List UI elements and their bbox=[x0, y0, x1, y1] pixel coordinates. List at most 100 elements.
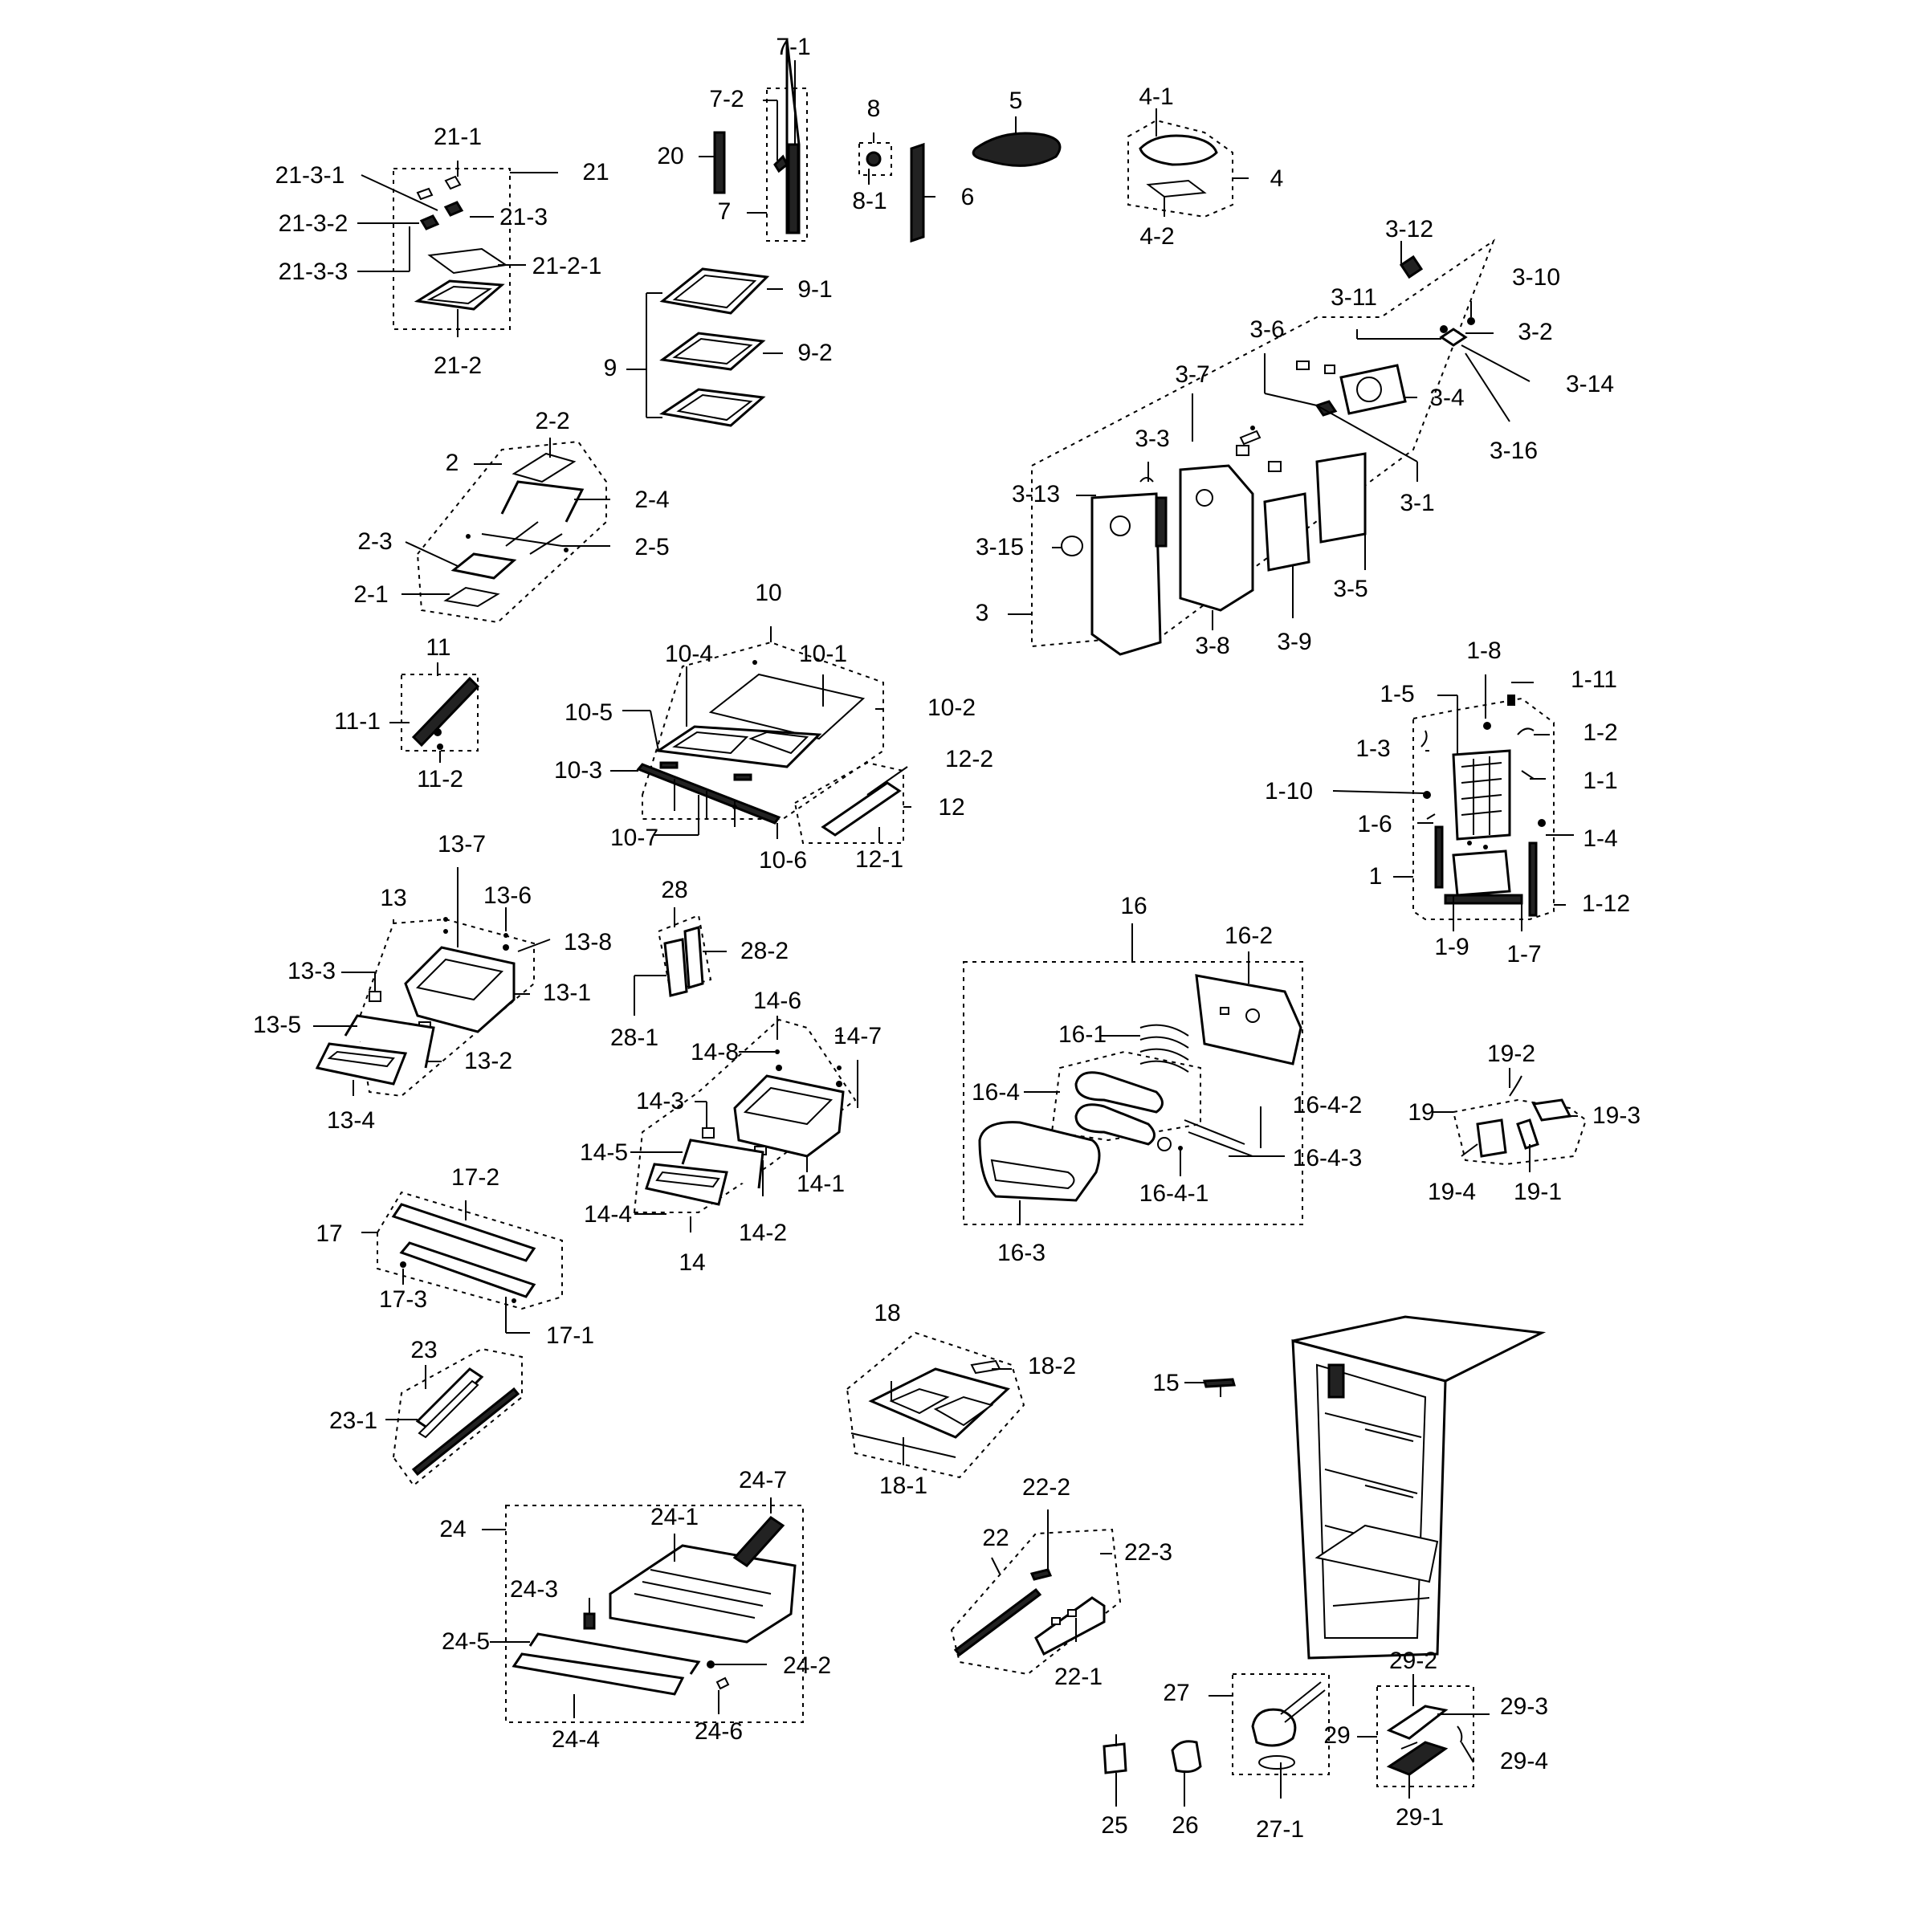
callout-label-19: 19 bbox=[1408, 1099, 1434, 1126]
callout-label-27-1: 27-1 bbox=[1256, 1816, 1304, 1843]
part-group-17 bbox=[361, 1191, 563, 1334]
callout-label-10-5: 10-5 bbox=[565, 699, 613, 726]
callout-label-10: 10 bbox=[755, 580, 781, 606]
callout-label-18: 18 bbox=[874, 1300, 900, 1326]
callout-label-1-1: 1-1 bbox=[1583, 768, 1617, 794]
callout-label-2-5: 2-5 bbox=[634, 534, 669, 560]
part-group-23 bbox=[385, 1347, 523, 1487]
callout-label-16-2: 16-2 bbox=[1225, 923, 1273, 949]
callout-label-16-4: 16-4 bbox=[972, 1079, 1020, 1106]
callout-label-1-7: 1-7 bbox=[1506, 941, 1541, 968]
callout-label-24-7: 24-7 bbox=[739, 1467, 787, 1493]
part-group-2 bbox=[401, 438, 610, 624]
callout-label-9-1: 9-1 bbox=[797, 276, 832, 303]
callout-label-13-8: 13-8 bbox=[564, 929, 612, 955]
callout-label-24-2: 24-2 bbox=[783, 1652, 831, 1679]
callout-label-16-4-3: 16-4-3 bbox=[1293, 1145, 1363, 1171]
callout-label-21-3-1: 21-3-1 bbox=[275, 162, 345, 189]
part-group-29 bbox=[1357, 1674, 1490, 1799]
callout-label-24-5: 24-5 bbox=[442, 1628, 490, 1655]
callout-label-21-2-1: 21-2-1 bbox=[532, 253, 602, 279]
callout-label-26: 26 bbox=[1172, 1812, 1198, 1839]
callout-label-3-10: 3-10 bbox=[1512, 264, 1560, 291]
callout-label-1-3: 1-3 bbox=[1355, 735, 1390, 762]
callout-label-7-2: 7-2 bbox=[709, 86, 744, 112]
callout-label-14-5: 14-5 bbox=[580, 1139, 628, 1166]
callout-label-10-4: 10-4 bbox=[665, 641, 713, 667]
callout-label-11-1: 11-1 bbox=[334, 708, 381, 735]
callout-label-3-13: 3-13 bbox=[1012, 481, 1060, 507]
callout-label-6: 6 bbox=[961, 184, 975, 210]
callout-label-16-4-2: 16-4-2 bbox=[1293, 1092, 1363, 1118]
callout-label-21-3: 21-3 bbox=[499, 204, 548, 230]
callout-label-29-2: 29-2 bbox=[1389, 1648, 1437, 1674]
callout-label-17-1: 17-1 bbox=[546, 1322, 594, 1349]
part-group-7 bbox=[699, 39, 808, 242]
callout-label-17: 17 bbox=[316, 1220, 342, 1247]
callout-label-20: 20 bbox=[657, 143, 683, 169]
callout-label-21-2: 21-2 bbox=[434, 352, 482, 379]
callout-label-19-4: 19-4 bbox=[1428, 1179, 1476, 1205]
callout-label-12-2: 12-2 bbox=[945, 746, 993, 772]
callout-label-2-4: 2-4 bbox=[634, 487, 669, 513]
callout-label-3-1: 3-1 bbox=[1400, 490, 1434, 516]
callout-label-22-2: 22-2 bbox=[1022, 1474, 1070, 1501]
callout-label-25: 25 bbox=[1101, 1812, 1127, 1839]
callout-label-3-7: 3-7 bbox=[1175, 361, 1209, 388]
callout-label-13-7: 13-7 bbox=[438, 831, 486, 858]
callout-label-11-2: 11-2 bbox=[417, 766, 463, 792]
callout-label-1-12: 1-12 bbox=[1582, 890, 1630, 917]
part-group-13 bbox=[313, 867, 551, 1098]
callout-label-19-1: 19-1 bbox=[1514, 1179, 1562, 1205]
callout-label-29-1: 29-1 bbox=[1396, 1804, 1444, 1831]
callout-label-1-10: 1-10 bbox=[1265, 778, 1313, 805]
callout-label-3-6: 3-6 bbox=[1249, 316, 1284, 343]
callout-label-21-3-3: 21-3-3 bbox=[279, 259, 348, 285]
callout-label-28-1: 28-1 bbox=[610, 1025, 658, 1051]
part-25 bbox=[1103, 1734, 1127, 1807]
part-group-4 bbox=[1127, 108, 1249, 218]
callout-label-1-9: 1-9 bbox=[1434, 934, 1469, 960]
callout-label-9: 9 bbox=[604, 355, 618, 381]
callout-label-8-1: 8-1 bbox=[852, 188, 887, 214]
callout-label-10-1: 10-1 bbox=[799, 641, 847, 667]
callout-label-14-6: 14-6 bbox=[753, 988, 801, 1014]
callout-label-28-2: 28-2 bbox=[740, 938, 789, 964]
callout-label-10-6: 10-6 bbox=[759, 847, 807, 874]
callout-label-4: 4 bbox=[1270, 165, 1284, 192]
callout-label-21: 21 bbox=[582, 159, 609, 185]
part-group-10 bbox=[610, 626, 884, 839]
part-group-3 bbox=[1008, 238, 1531, 656]
callout-label-28: 28 bbox=[661, 877, 687, 903]
part-group-19 bbox=[1433, 1068, 1588, 1172]
callout-label-3-2: 3-2 bbox=[1518, 319, 1552, 345]
callout-label-3-12: 3-12 bbox=[1385, 216, 1433, 242]
callout-label-11: 11 bbox=[426, 634, 450, 661]
callout-label-9-2: 9-2 bbox=[797, 340, 832, 366]
callout-label-17-2: 17-2 bbox=[451, 1164, 499, 1191]
callout-label-4-2: 4-2 bbox=[1139, 223, 1174, 250]
part-group-9 bbox=[626, 267, 783, 427]
callout-label-14-3: 14-3 bbox=[636, 1088, 684, 1114]
callout-label-16-4-1: 16-4-1 bbox=[1139, 1180, 1209, 1207]
callout-label-27: 27 bbox=[1163, 1680, 1189, 1706]
callout-label-19-2: 19-2 bbox=[1487, 1041, 1535, 1067]
callout-label-4-1: 4-1 bbox=[1139, 84, 1173, 110]
callout-label-19-3: 19-3 bbox=[1592, 1102, 1641, 1129]
callout-label-5: 5 bbox=[1009, 88, 1023, 114]
callout-label-21-3-2: 21-3-2 bbox=[279, 210, 348, 237]
refrigerator-cabinet bbox=[1291, 1315, 1547, 1660]
callout-label-3-11: 3-11 bbox=[1331, 284, 1377, 311]
callout-label-3: 3 bbox=[976, 600, 989, 626]
callout-label-1-2: 1-2 bbox=[1583, 719, 1617, 746]
callout-label-17-3: 17-3 bbox=[379, 1286, 427, 1313]
callout-label-2: 2 bbox=[446, 450, 459, 476]
callout-label-7-1: 7-1 bbox=[776, 34, 810, 60]
callout-label-1-4: 1-4 bbox=[1583, 825, 1617, 852]
callout-label-22-1: 22-1 bbox=[1054, 1664, 1103, 1690]
callout-label-3-8: 3-8 bbox=[1195, 633, 1229, 659]
part-group-11 bbox=[389, 662, 480, 763]
callout-label-1: 1 bbox=[1369, 863, 1383, 890]
callout-label-1-8: 1-8 bbox=[1466, 638, 1501, 664]
